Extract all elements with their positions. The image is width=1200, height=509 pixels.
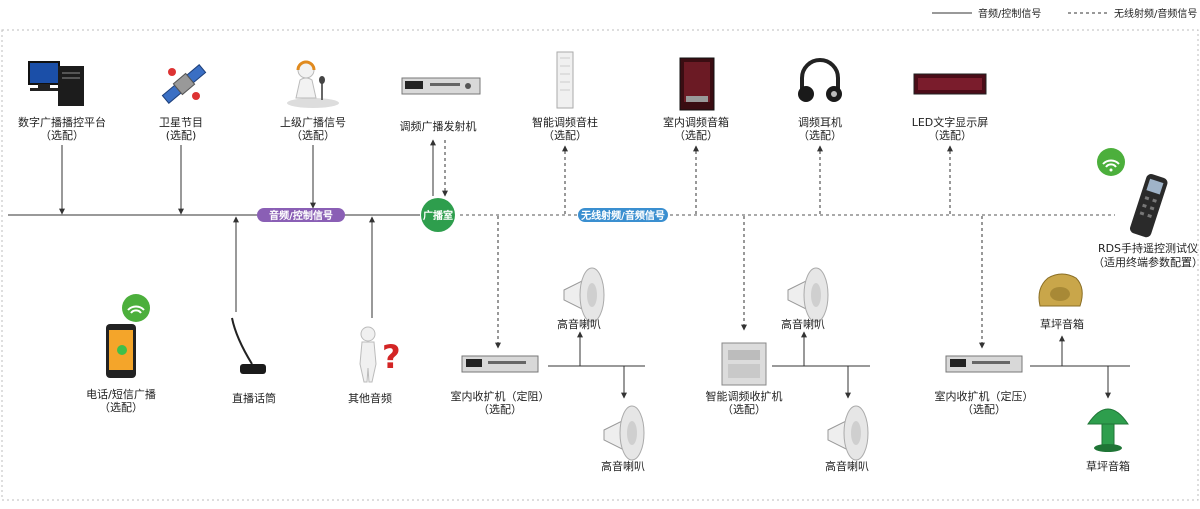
horn-speaker-icon [563,267,605,323]
amp-1-output-1-label: 高音喇叭 [557,317,601,331]
headphones-icon [798,58,842,102]
wireless-signal-badge-label: 无线射频/音频信号 [580,209,665,222]
receiver-top-2-label: 室内调频音箱 [663,115,729,129]
remote-label: RDS手持遥控测试仪 [1098,241,1198,255]
amp-3-label: 室内收扩机（定压） [935,389,1034,403]
legend-dashed-label: 无线射频/音频信号 [1114,7,1197,20]
horn-speaker-icon [787,267,829,323]
amplifier-icon [461,355,539,373]
broadcaster-icon [287,60,339,108]
amp-2-sub: （选配） [722,403,766,416]
amp-2-output-2-label: 高音喇叭 [825,459,869,473]
smart-amplifier-icon [721,342,767,386]
receiver-top-4-label: LED文字显示屏 [912,115,989,129]
audio-signal-badge-label: 音频/控制信号 [269,209,333,222]
source-top-4-label: 调频广播发射机 [400,119,477,133]
horn-speaker-icon [827,405,869,461]
broadcast-room-label: 广播室 [423,209,453,222]
column-speaker-icon [556,51,574,109]
microphone-icon [231,317,266,374]
led-display-icon [913,73,987,95]
audio-signal-badge: 音频/控制信号 [257,208,345,222]
amp-3-sub: （选配） [962,403,1006,416]
source-bottom-3-label: 其他音频 [348,391,392,405]
receiver-top-1-label: 智能调频音柱 [532,115,598,129]
source-top-1-label: 数字广播播控平台 [18,115,106,129]
amp-3-output-1-label: 草坪音箱 [1040,317,1084,331]
svg-text:?: ? [382,338,401,376]
source-bottom-2-label: 直播话筒 [232,391,276,405]
legend: 音频/控制信号 无线射频/音频信号 [932,7,1197,20]
source-top-2-label: 卫星节目 [159,116,203,129]
transmitter-icon [401,77,481,95]
mushroom-speaker-icon [1087,408,1129,452]
remote-sub: （适用终端参数配置） [1093,255,1200,269]
indoor-speaker-icon [679,57,715,111]
amp-1-label: 室内收扩机（定阻） [451,389,550,403]
rock-speaker-icon [1038,273,1083,307]
source-top-1-sub: （选配） [40,129,84,142]
receiver-top-2-sub: （选配） [674,129,718,142]
phone-icon [106,294,150,378]
horn-speaker-icon [603,405,645,461]
question-icon: ? [359,326,401,383]
receiver-top-3-sub: （选配） [798,129,842,142]
amp-2-output-1-label: 高音喇叭 [781,317,825,331]
source-top-2-sub: (选配) [166,129,197,142]
amplifier-icon [945,355,1023,373]
receiver-top-3-label: 调频耳机 [798,115,842,129]
source-top-3-label: 上级广播信号 [280,115,346,129]
broadcast-room-hub: 广播室 [421,198,455,232]
legend-solid-label: 音频/控制信号 [978,7,1041,20]
computer-icon [28,61,84,106]
amp-1-sub: （选配） [478,403,522,416]
source-top-3-sub: （选配） [291,129,335,142]
wifi-icon [1097,148,1125,176]
source-bottom-1-label: 电话/短信广播 [86,387,156,401]
frame-border [1,29,1199,501]
source-bottom-1-sub: （选配） [99,401,143,414]
amp-3-output-2-label: 草坪音箱 [1086,459,1130,473]
amp-1-output-2-label: 高音喇叭 [601,459,645,473]
receiver-top-4-sub: （选配） [928,129,972,142]
satellite-icon [161,64,207,104]
wireless-signal-badge: 无线射频/音频信号 [578,208,668,222]
remote-icon [1129,174,1168,238]
amp-2-label: 智能调频收扩机 [706,389,783,403]
receiver-top-1-sub: （选配） [543,129,587,142]
